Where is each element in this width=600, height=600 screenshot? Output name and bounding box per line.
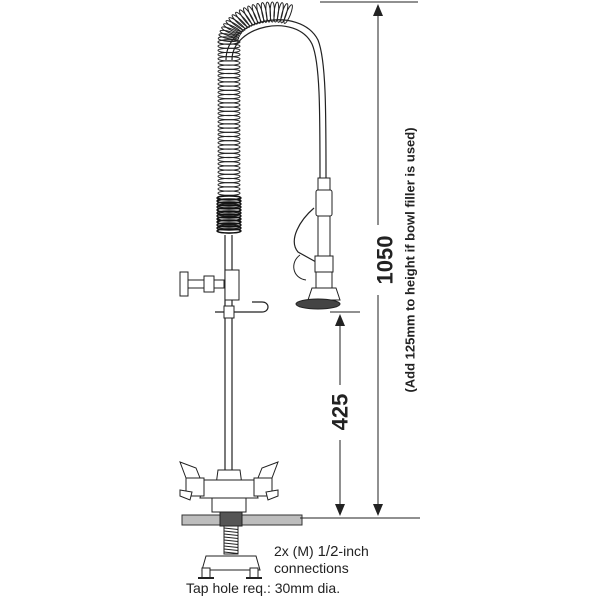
under-counter-connection	[198, 511, 262, 579]
spray-valve	[293, 177, 341, 310]
spring-coil-ring	[216, 222, 242, 228]
tap-hole-note: Tap hole req.: 30mm dia.	[186, 580, 340, 596]
spring-coil-ring	[221, 26, 241, 36]
thread-line	[223, 551, 239, 554]
wall-bracket	[179, 269, 240, 301]
spring-coil-ring	[242, 7, 256, 26]
spring-coil-ring	[216, 219, 242, 225]
thread-line	[223, 539, 239, 542]
thread-line	[223, 548, 239, 551]
thread-line	[223, 533, 239, 536]
total-height-label: 1050	[373, 236, 398, 285]
bowl-filler-note: (Add 125mm to height if bowl filler is u…	[403, 127, 418, 392]
connections-fraction: 1/2	[318, 543, 339, 560]
spring-coil-ring	[216, 207, 242, 213]
spring-coil-ring	[225, 20, 244, 33]
spring-coil-ring	[216, 198, 242, 204]
spring-coil	[216, 1, 293, 234]
flexible-hose	[225, 19, 327, 179]
thread-line	[223, 536, 239, 539]
spring-coil-ring	[216, 210, 242, 216]
spray-hook	[215, 301, 269, 319]
spring-coil-ring	[216, 228, 242, 234]
dimension-total-height: 1050	[320, 1, 418, 516]
spring-coil-ring	[228, 17, 246, 31]
spring-coil-ring	[216, 204, 242, 210]
connections-note-line1: 2x (M) 1/2-inch	[274, 543, 369, 560]
spring-coil-ring	[216, 225, 242, 231]
spring-coil-ring	[235, 11, 250, 28]
thread-line	[223, 527, 239, 530]
right-handle	[253, 461, 279, 501]
dimension-spout-height: 425	[328, 311, 360, 516]
spring-coil-ring	[216, 216, 242, 222]
thread-line	[223, 542, 239, 545]
spring-coil-ring	[283, 4, 293, 24]
mixer-body	[199, 469, 259, 513]
thread-line	[223, 545, 239, 548]
spring-coil-ring	[216, 195, 242, 201]
thread-line	[223, 530, 239, 533]
spring-coil-ring	[216, 213, 242, 219]
left-handle	[179, 461, 205, 501]
worktop	[181, 514, 420, 526]
spout-height-label: 425	[328, 394, 353, 431]
spring-coil-ring	[219, 29, 240, 38]
spring-coil-ring	[218, 33, 240, 40]
spring-coil-ring	[217, 36, 239, 43]
connections-note-line2: connections	[274, 560, 349, 576]
spring-coil-ring	[231, 14, 248, 30]
spring-coil-ring	[216, 201, 242, 207]
spring-coil-ring	[223, 23, 243, 34]
